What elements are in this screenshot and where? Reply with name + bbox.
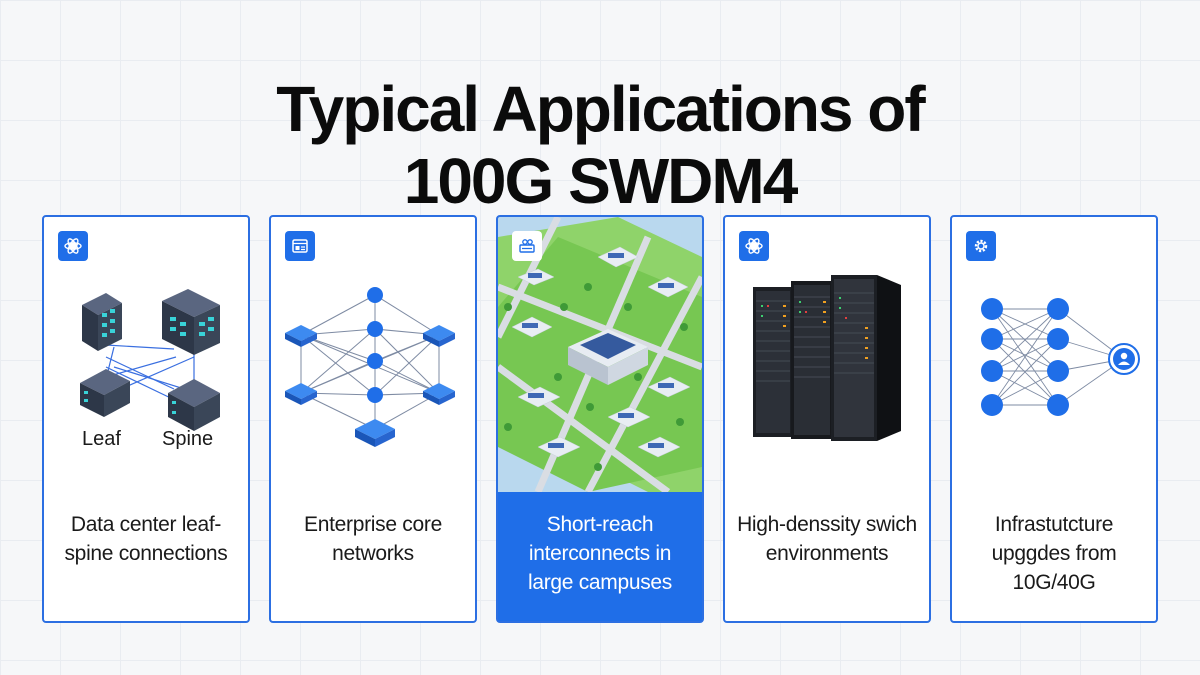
card-text: High-denssity swich environments bbox=[737, 513, 917, 565]
mesh-network-illustration bbox=[271, 217, 475, 487]
aerial-campus-illustration bbox=[498, 217, 702, 492]
card-text: Short-reach interconnects in large campu… bbox=[527, 513, 673, 594]
output-user-icon bbox=[1108, 343, 1140, 375]
card-high-density: High-denssity swich environments bbox=[723, 215, 931, 623]
input-node bbox=[981, 328, 1003, 350]
hidden-node bbox=[1047, 328, 1069, 350]
campus-map-icon bbox=[512, 231, 542, 261]
switch-bottom-left bbox=[80, 369, 130, 417]
input-node bbox=[981, 298, 1003, 320]
network-switch bbox=[355, 419, 395, 447]
card-text: Data center leaf-spine connections bbox=[64, 513, 228, 565]
server-rack bbox=[791, 281, 833, 439]
gear-atom-icon bbox=[739, 231, 769, 261]
card-leaf-spine: Leaf Spine Data center leaf-spine connec… bbox=[42, 215, 250, 623]
gear-icon bbox=[966, 231, 996, 261]
network-node bbox=[367, 353, 383, 369]
title-line-1: Typical Applications of bbox=[276, 72, 925, 145]
title-line-2: 100G SWDM4 bbox=[403, 144, 799, 217]
hidden-node bbox=[1047, 298, 1069, 320]
card-text: Enterprise core networks bbox=[304, 513, 442, 565]
hidden-node bbox=[1047, 394, 1069, 416]
page-title: Typical Applications of 100G SWDM4 bbox=[0, 73, 1200, 217]
neural-network-illustration bbox=[952, 217, 1156, 487]
card-campus: Short-reach interconnects in large campu… bbox=[496, 215, 704, 623]
card-text: Infrastutcture upggdes from 10G/40G bbox=[991, 513, 1117, 594]
card-upgrades: Infrastutcture upggdes from 10G/40G bbox=[950, 215, 1158, 623]
server-rack bbox=[753, 287, 793, 437]
gear-atom-icon bbox=[58, 231, 88, 261]
network-node bbox=[367, 321, 383, 337]
leaf-spine-illustration: Leaf Spine bbox=[44, 217, 248, 487]
server-racks-illustration bbox=[725, 217, 929, 487]
input-node bbox=[981, 394, 1003, 416]
leaf-label: Leaf bbox=[82, 428, 121, 450]
input-node bbox=[981, 360, 1003, 382]
hidden-node bbox=[1047, 360, 1069, 382]
network-node bbox=[367, 387, 383, 403]
card-enterprise-core: Enterprise core networks bbox=[269, 215, 477, 623]
network-switch bbox=[285, 383, 317, 405]
campus-main-building bbox=[568, 329, 648, 385]
network-switch bbox=[285, 325, 317, 347]
switch-bottom-right bbox=[168, 379, 220, 431]
network-switch bbox=[423, 325, 455, 347]
spine-label: Spine bbox=[162, 428, 213, 450]
browser-window-icon bbox=[285, 231, 315, 261]
network-node bbox=[367, 287, 383, 303]
switch-top-left bbox=[82, 293, 122, 351]
network-switch bbox=[423, 383, 455, 405]
switch-top-right bbox=[162, 289, 220, 355]
